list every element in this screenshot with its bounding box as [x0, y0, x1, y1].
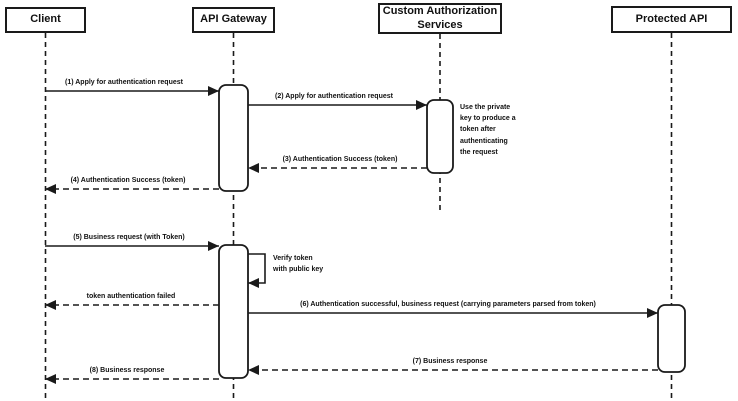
message-label-5: (5) Business request (with Token)	[73, 234, 185, 241]
actor-custom-auth-label: Custom Authorization Services	[382, 5, 498, 31]
actor-client-label: Client	[30, 13, 61, 26]
note-private-key: Use the private key to produce a token a…	[460, 104, 516, 156]
actor-api-gateway: API Gateway	[192, 7, 275, 33]
message-label-3: (3) Authentication Success (token)	[282, 156, 398, 163]
actor-client: Client	[5, 7, 86, 33]
self-message-arrow-verify-token	[248, 253, 266, 288]
actor-custom-auth: Custom Authorization Services	[378, 3, 502, 34]
message-label-8: (8) Business response	[89, 367, 165, 374]
actor-protected-api: Protected API	[611, 6, 732, 33]
activation-custom-auth	[426, 99, 454, 174]
message-label-7: (7) Business response	[412, 358, 488, 365]
activation-api-gateway-auth	[218, 84, 249, 192]
actor-protected-api-label: Protected API	[635, 12, 708, 25]
message-label-2: (2) Apply for authentication request	[275, 93, 393, 100]
message-label-6: (6) Authentication successful, business …	[300, 301, 596, 308]
message-label-1: (1) Apply for authentication request	[65, 79, 183, 86]
message-label-token-auth-failed: token authentication failed	[86, 293, 176, 300]
message-label-4: (4) Authentication Success (token)	[70, 177, 186, 184]
activation-protected-api	[657, 304, 686, 373]
activation-api-gateway-business	[218, 244, 249, 379]
self-message-label-verify-token: Verify token with public key	[273, 255, 324, 274]
actor-api-gateway-label: API Gateway	[200, 13, 267, 26]
